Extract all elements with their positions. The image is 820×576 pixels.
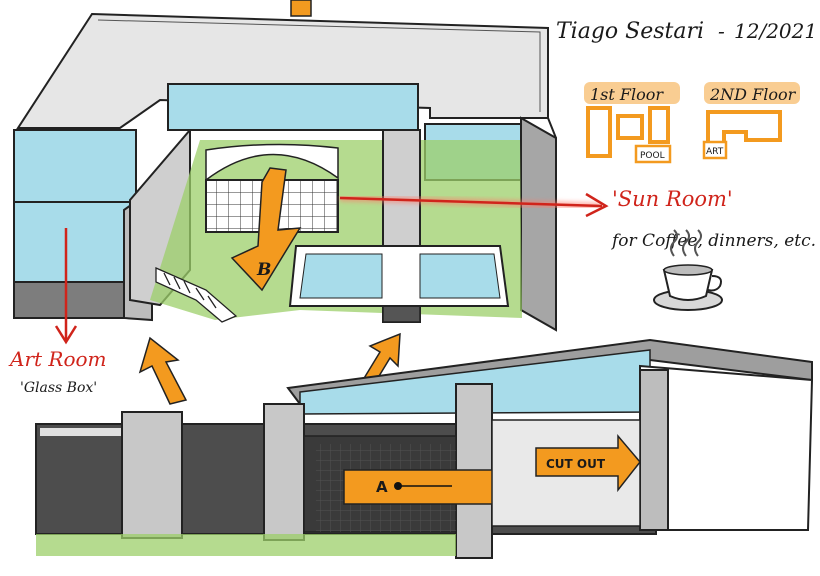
cut-out-label: CUT OUT (546, 457, 606, 471)
glass-box-front (13, 201, 137, 283)
coffee-cup-icon (653, 229, 723, 311)
marker-b-arrow (230, 167, 302, 292)
sketch-date: 12/2021 (734, 19, 817, 43)
view-arrow-left (138, 336, 188, 405)
header-separator: - (718, 19, 725, 43)
first-floor-title: 1st Floor (590, 85, 664, 104)
stairs (155, 267, 238, 323)
first-floor-plan (586, 106, 670, 158)
pool-label: POOL (640, 151, 665, 161)
pillar-1 (121, 411, 183, 539)
glass-box-label: 'Glass Box' (20, 380, 97, 396)
art-room-arrow (54, 228, 78, 345)
pillar-2 (263, 403, 305, 541)
sun-room-arrow (339, 192, 609, 218)
upper-glass-band (167, 83, 419, 131)
aerial-view: B (13, 0, 557, 332)
marker-b: B (256, 260, 271, 280)
author-name: Tiago Sestari (556, 19, 704, 44)
roof-access-tab (290, 0, 312, 17)
marker-a: A (376, 478, 388, 496)
second-floor-title: 2ND Floor (709, 85, 797, 104)
sun-room-label: 'Sun Room' (612, 187, 733, 211)
glass-box-roof (13, 129, 137, 203)
front-elevation: A CUT OUT (35, 338, 814, 559)
art-label: ART (706, 147, 724, 157)
sun-room-note: for Coffee, dinners, etc. (610, 231, 816, 251)
grass-strip (36, 534, 456, 556)
pool (288, 245, 510, 307)
cut-out-band (343, 469, 517, 505)
cut-out-arrow (535, 433, 641, 493)
floor-plans: 1st Floor 2ND Floor POOL ART (584, 82, 800, 164)
art-room-label: Art Room (8, 347, 107, 371)
